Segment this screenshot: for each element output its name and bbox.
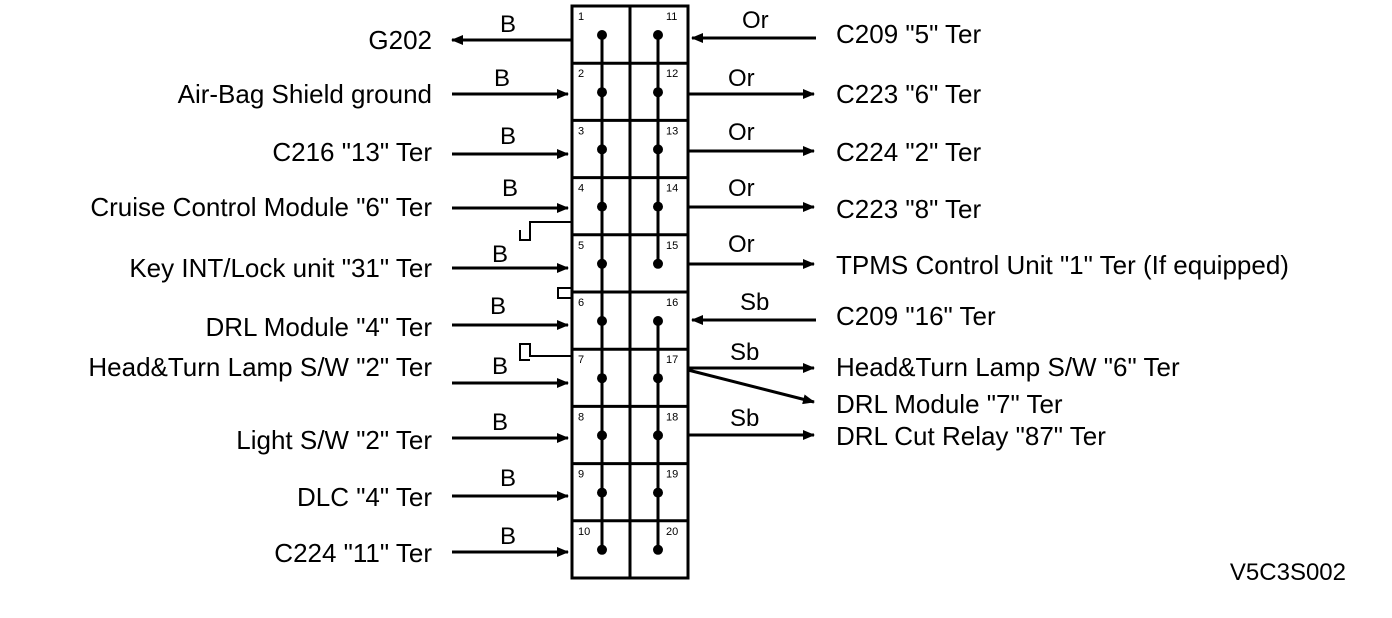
label-pin2: Air-Bag Shield ground [178, 79, 432, 109]
pin-dot [653, 544, 663, 555]
pin-number: 15 [666, 240, 678, 252]
label-pin5: Key INT/Lock unit "31" Ter [129, 253, 432, 283]
pin-number: 6 [578, 297, 584, 309]
pin-number: 19 [666, 469, 678, 481]
wire-color-11: Or [742, 7, 769, 34]
label-pin7: Head&Turn Lamp S/W "2" Ter [88, 352, 432, 382]
left-labels: G202 Air-Bag Shield ground C216 "13" Ter… [88, 25, 432, 568]
label-pin6: DRL Module "4" Ter [205, 312, 432, 342]
wire-color-9: B [500, 465, 516, 492]
pin-number: 8 [578, 411, 584, 423]
left-wires [451, 35, 572, 557]
pin-number: 4 [578, 183, 584, 195]
left-wire-colors: B B B B B B B B B B [490, 11, 518, 550]
pin-number: 9 [578, 469, 584, 481]
pin-number: 11 [666, 11, 677, 23]
label-pin15: TPMS Control Unit "1" Ter (If equipped) [836, 250, 1289, 280]
pin-number: 16 [666, 297, 678, 309]
pin-number: 3 [578, 125, 584, 137]
joint-symbol-6-7 [519, 343, 572, 361]
wire-color-3: B [500, 123, 516, 150]
wire-color-8: B [492, 409, 508, 436]
pin-number: 7 [578, 354, 584, 366]
wire-color-13: Or [728, 119, 755, 146]
label-pin12: C223 "6" Ter [836, 79, 982, 109]
label-pin14: C223 "8" Ter [836, 194, 982, 224]
label-pin4: Cruise Control Module "6" Ter [90, 192, 432, 222]
label-pin11: C209 "5" Ter [836, 19, 982, 49]
wire-color-18: Sb [730, 405, 759, 432]
wire-color-2: B [494, 65, 510, 92]
label-pin3: C216 "13" Ter [272, 137, 432, 167]
pin-number: 2 [578, 68, 584, 80]
label-pin13: C224 "2" Ter [836, 137, 982, 167]
label-pin17a: Head&Turn Lamp S/W "6" Ter [836, 352, 1180, 382]
label-pin10: C224 "11" Ter [274, 538, 432, 568]
pin-dot [597, 544, 607, 555]
pin-number: 20 [666, 526, 678, 538]
right-wires [687, 33, 816, 440]
wire-color-5: B [492, 241, 508, 268]
wire-pin17b [687, 368, 815, 405]
label-pin1: G202 [368, 25, 432, 55]
label-pin9: DLC "4" Ter [297, 482, 432, 512]
wire-color-16: Sb [740, 289, 769, 316]
right-labels: C209 "5" Ter C223 "6" Ter C224 "2" Ter C… [836, 19, 1289, 451]
pin-number: 17 [666, 354, 678, 366]
wire-color-12: Or [728, 65, 755, 92]
pin-dot [653, 258, 663, 269]
wire-color-14: Or [728, 175, 755, 202]
figure-code: V5C3S002 [1230, 559, 1346, 586]
wire-color-10: B [500, 523, 516, 550]
pin-number: 14 [666, 183, 678, 195]
pin-number: 10 [578, 526, 590, 538]
wire-color-7: B [492, 353, 508, 380]
wire-color-1: B [500, 11, 516, 38]
wire-color-6: B [490, 293, 506, 320]
wire-color-17: Sb [730, 339, 759, 366]
pin-number: 13 [666, 125, 678, 137]
label-pin18: DRL Cut Relay "87" Ter [836, 421, 1106, 451]
pin-number: 1 [578, 11, 584, 23]
pin-number: 5 [578, 240, 584, 252]
wire-color-15: Or [728, 231, 755, 258]
joint-symbol-4-5 [519, 221, 572, 241]
label-pin17b: DRL Module "7" Ter [836, 389, 1063, 419]
label-pin16: C209 "16" Ter [836, 301, 996, 331]
right-wire-colors: Or Or Or Or Or Sb Sb Sb [728, 7, 769, 432]
joint-symbol-5-6 [557, 287, 572, 299]
wire-color-4: B [502, 175, 518, 202]
label-pin8: Light S/W "2" Ter [236, 425, 432, 455]
pin-number: 18 [666, 411, 678, 423]
pin-number: 12 [666, 68, 678, 80]
